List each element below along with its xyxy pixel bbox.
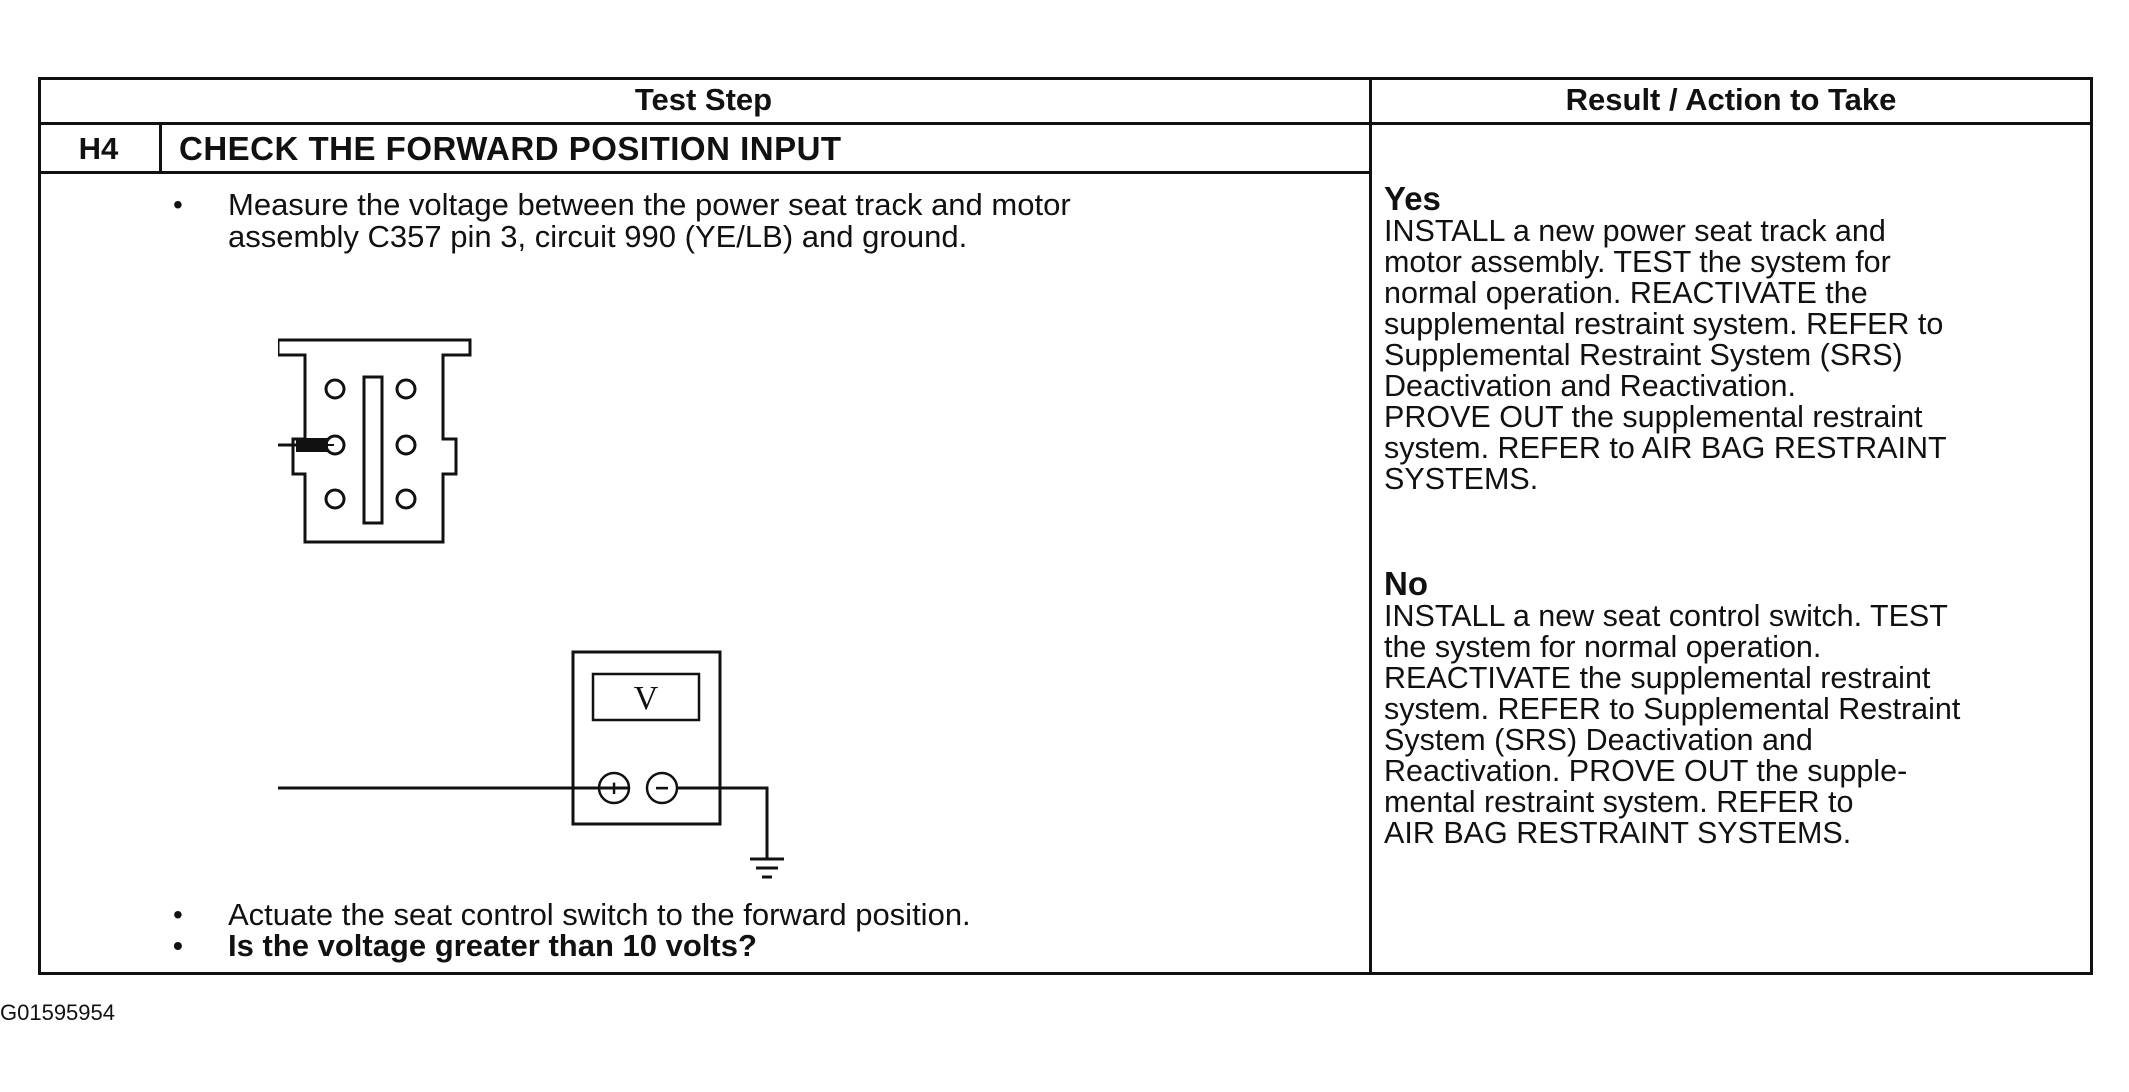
connector-pin: [395, 378, 417, 400]
result-line: system. REFER to Supplemental Restraint: [1384, 692, 1961, 726]
result-yes: Yes INSTALL a new power seat track and m…: [1384, 182, 2084, 495]
multimeter-display: [591, 672, 701, 722]
plus-symbol: +: [608, 776, 621, 801]
code-divider: [159, 122, 162, 174]
result-line: INSTALL a new seat control switch. TEST: [1384, 599, 1948, 633]
instruction-line: assembly C357 pin 3, circuit 990 (YE/LB)…: [228, 219, 968, 254]
result-line: AIR BAG RESTRAINT SYSTEMS.: [1384, 816, 1852, 850]
instruction-line: Actuate the seat control switch to the f…: [228, 897, 971, 932]
connector-pin: [324, 488, 346, 510]
result-line: REACTIVATE the supplemental restraint: [1384, 661, 1931, 695]
instruction-line: Measure the voltage between the power se…: [228, 187, 1071, 222]
step-code: H4: [78, 131, 119, 166]
ground-lead-wire: [677, 786, 769, 859]
bullet-icon: •: [173, 899, 183, 930]
probe-tip: [296, 438, 328, 452]
meter-label: V: [634, 680, 659, 717]
connector-pin: [395, 488, 417, 510]
bullet-icon: •: [173, 189, 183, 220]
header-result-action: Result / Action to Take: [1565, 82, 1897, 117]
bullet-icon: •: [173, 930, 183, 961]
positive-lead-wire: [278, 443, 629, 790]
column-divider: [1369, 77, 1372, 975]
result-yes-heading: Yes: [1384, 180, 1441, 217]
result-line: SYSTEMS.: [1384, 462, 1539, 496]
connector-center-slot: [362, 375, 384, 525]
step-title: CHECK THE FORWARD POSITION INPUT: [179, 130, 842, 167]
result-line: system. REFER to AIR BAG RESTRAINT: [1384, 431, 1947, 465]
step-title-divider: [38, 171, 1371, 174]
result-line: INSTALL a new power seat track and: [1384, 214, 1886, 248]
result-no-heading: No: [1384, 565, 1428, 602]
instruction-question: Is the voltage greater than 10 volts?: [228, 928, 757, 963]
minus-symbol: −: [655, 775, 669, 802]
header-divider: [38, 122, 2093, 125]
connector-pin: [324, 378, 346, 400]
multimeter-body: [571, 650, 722, 826]
result-line: the system for normal operation.: [1384, 630, 1822, 664]
result-no: No INSTALL a new seat control switch. TE…: [1384, 567, 2084, 849]
result-line: mental restraint system. REFER to: [1384, 785, 1854, 819]
table-frame: [38, 77, 2093, 975]
connector-pin: [395, 434, 417, 456]
test-step-table: Test Step Result / Action to Take H4 CHE…: [38, 77, 2093, 975]
result-line: supplemental restraint system. REFER to: [1384, 307, 1944, 341]
plus-terminal: [597, 771, 631, 805]
result-line: Deactivation and Reactivation.: [1384, 369, 1796, 403]
connector-outline: [278, 338, 472, 544]
header-test-step: Test Step: [634, 82, 773, 117]
result-line: System (SRS) Deactivation and: [1384, 723, 1813, 757]
result-line: normal operation. REACTIVATE the: [1384, 276, 1868, 310]
result-line: motor assembly. TEST the system for: [1384, 245, 1891, 279]
result-line: Supplemental Restraint System (SRS): [1384, 338, 1903, 372]
voltage-measurement-diagram: V + −: [278, 338, 784, 879]
result-line: PROVE OUT the supplemental restraint: [1384, 400, 1923, 434]
result-line: Reactivation. PROVE OUT the supple-: [1384, 754, 1908, 788]
figure-id: G01595954: [0, 1000, 115, 1025]
instruction-text: Measure the voltage between the power se…: [228, 189, 1071, 253]
